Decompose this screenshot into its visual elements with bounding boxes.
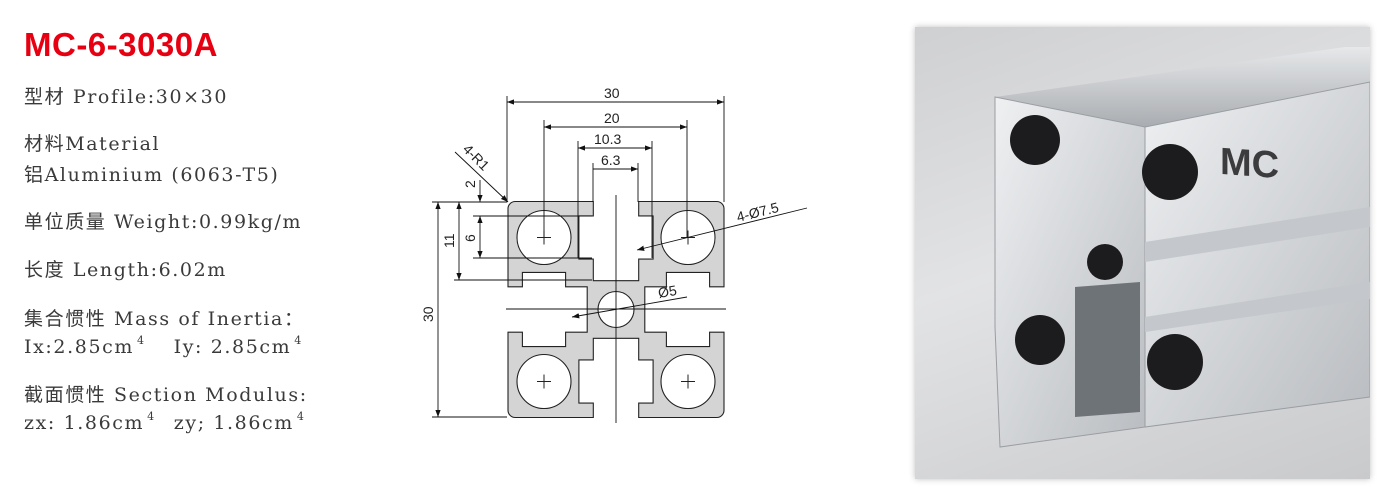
- dimension-lines: [432, 96, 808, 423]
- spec-material-value: 铝Aluminium (6063-T5): [24, 164, 280, 186]
- spec-material-label: 材料Material: [24, 133, 161, 155]
- dim-center-hole: Ø5: [657, 282, 678, 301]
- product-photo: [915, 27, 1370, 479]
- dim-slot-inner: 10.3: [594, 131, 621, 147]
- spec-profile: 型材 Profile:30×30: [24, 86, 229, 108]
- hole-center-cross-icon: [537, 374, 551, 389]
- spec-iy-exp: 4: [294, 334, 303, 347]
- dim-center: 20: [604, 110, 620, 126]
- dim-width: 30: [604, 85, 620, 101]
- spec-zx: zx: 1.86cm: [24, 412, 145, 434]
- spec-length: 长度 Length:6.02m: [24, 259, 227, 281]
- dim-2: 2: [462, 180, 478, 188]
- spec-inertia-label: 集合惯性 Mass of Inertia：: [24, 308, 305, 330]
- photo-logo-text: MC: [1220, 140, 1280, 188]
- spec-ix: Ix:2.85cm: [24, 336, 134, 358]
- extrusion-image: [994, 47, 1370, 448]
- dim-radius: 4-R1: [460, 141, 493, 174]
- spec-iy: Iy: 2.85cm: [173, 336, 292, 358]
- dim-slot-open: 6.3: [601, 152, 621, 168]
- spec-modulus-label: 截面惯性 Section Modulus:: [24, 384, 308, 406]
- product-title: MC-6-3030A: [24, 26, 218, 63]
- hole-center-cross-icon: [681, 374, 695, 389]
- spec-weight: 单位质量 Weight:0.99kg/m: [24, 211, 303, 233]
- spec-ix-exp: 4: [137, 334, 146, 347]
- spec-zy-exp: 4: [296, 410, 306, 423]
- profile-drawing: 30 20 10.3 6.3 30 11 6 2 4-R1 4-Ø7.5 Ø5: [420, 85, 808, 423]
- spec-zy: zy; 1.86cm: [173, 412, 294, 434]
- dim-holes: 4-Ø7.5: [735, 199, 781, 225]
- dim-height: 30: [420, 306, 436, 322]
- dim-11: 11: [441, 233, 457, 248]
- spec-zx-exp: 4: [147, 410, 156, 423]
- dim-6: 6: [462, 234, 478, 242]
